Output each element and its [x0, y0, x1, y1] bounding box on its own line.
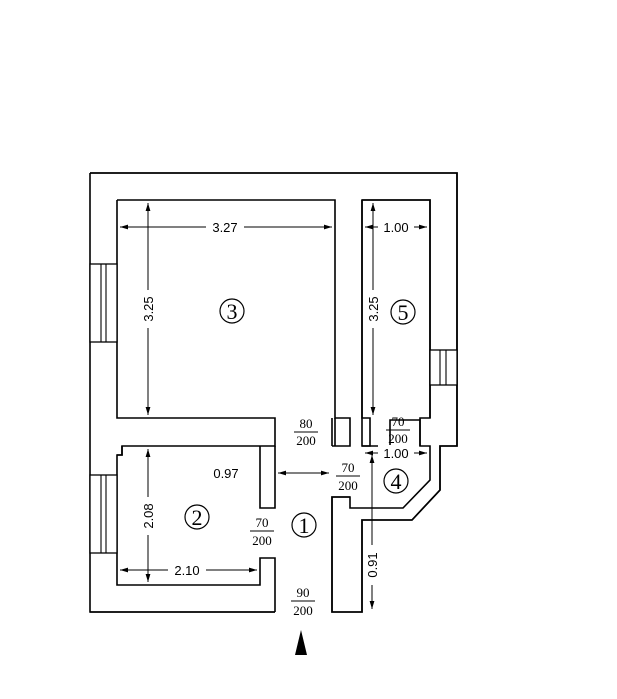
- room-5-outline: [361, 199, 431, 447]
- partition-wall: [331, 418, 336, 446]
- door-4-label: 70 200: [336, 460, 360, 493]
- building-outline: [89, 172, 458, 613]
- dim-room3-height: 3.25: [141, 296, 156, 321]
- room-5-number: 5: [390, 299, 416, 325]
- dim-room5-width: 1.00: [383, 220, 408, 235]
- outer-wall: [90, 172, 458, 613]
- svg-text:80: 80: [300, 416, 313, 431]
- svg-text:70: 70: [392, 414, 405, 429]
- svg-text:70: 70: [256, 515, 269, 530]
- room-2-number: 2: [184, 504, 210, 530]
- window-left-lower: [89, 474, 118, 554]
- svg-text:200: 200: [293, 603, 313, 618]
- svg-text:3: 3: [227, 299, 238, 324]
- dim-room5-height: 3.25: [366, 296, 381, 321]
- svg-text:200: 200: [252, 533, 272, 548]
- svg-text:200: 200: [388, 431, 408, 446]
- entrance-arrow-icon: [295, 630, 307, 655]
- door-entry-label: 90 200: [291, 585, 315, 618]
- dim-room4-height: 0.91: [365, 552, 380, 577]
- room-4-number: 4: [383, 468, 409, 494]
- window-right: [429, 349, 458, 386]
- dim-room2-height: 2.08: [141, 503, 156, 528]
- svg-text:90: 90: [297, 585, 310, 600]
- door-2-label: 70 200: [250, 515, 274, 548]
- dim-room4-width: 1.00: [383, 446, 408, 461]
- svg-text:70: 70: [342, 460, 355, 475]
- door-3-label: 80 200: [294, 416, 318, 448]
- dim-corridor: 0.97: [213, 466, 238, 481]
- room-2-outline: [116, 446, 276, 612]
- svg-text:200: 200: [296, 433, 316, 448]
- svg-text:4: 4: [391, 469, 402, 494]
- svg-text:5: 5: [398, 300, 409, 325]
- svg-text:2: 2: [192, 505, 203, 530]
- door-5-label: 70 200: [386, 414, 410, 446]
- svg-text:1: 1: [299, 513, 310, 538]
- room-1-number: 1: [291, 512, 317, 538]
- svg-text:200: 200: [338, 478, 358, 493]
- dim-room3-width: 3.27: [212, 220, 237, 235]
- dim-room2-width: 2.10: [174, 563, 199, 578]
- room-3-number: 3: [219, 298, 245, 324]
- window-left-upper: [89, 263, 118, 343]
